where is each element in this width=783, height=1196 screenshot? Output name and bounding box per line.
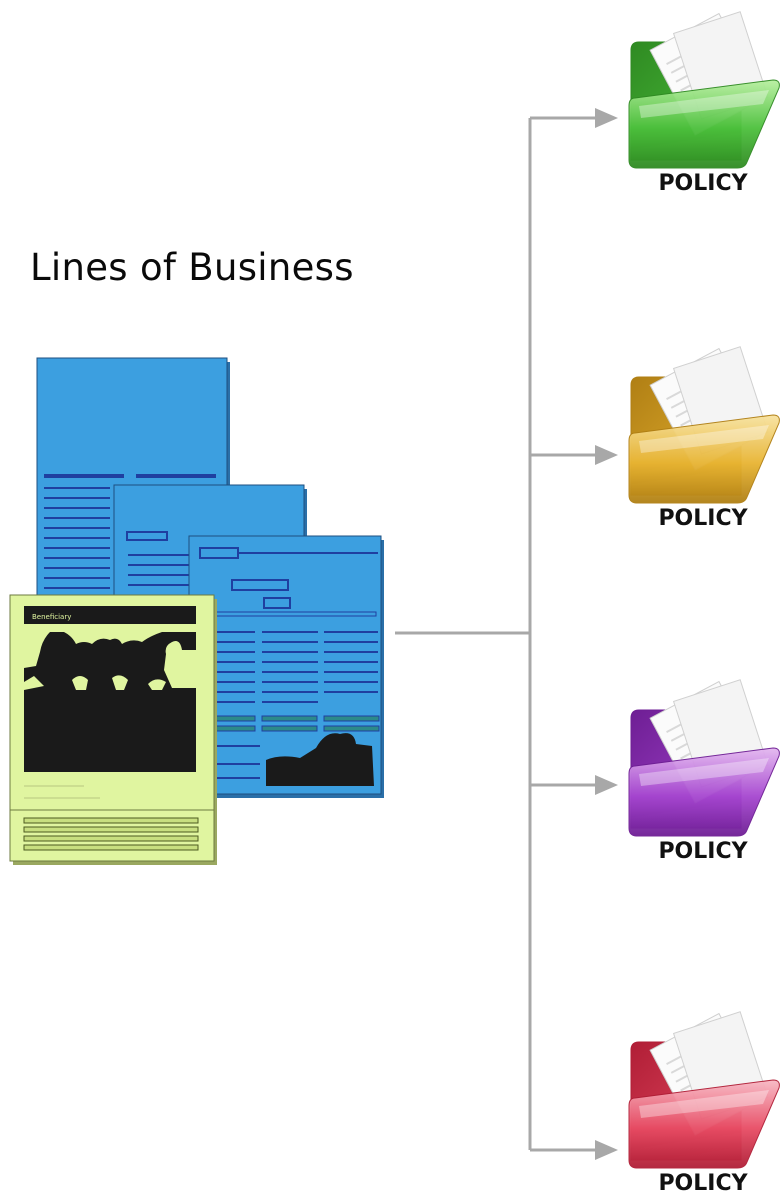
document-front-blue: [188, 535, 384, 798]
arrow-head-3: [595, 775, 618, 795]
policy-folder-purple: POLICY: [623, 678, 783, 873]
folder-icon: [628, 679, 780, 837]
people-silhouette: [24, 632, 196, 690]
arrow-head-4: [595, 1140, 618, 1160]
policy-label: POLICY: [658, 839, 748, 864]
folder-shape: [628, 414, 780, 504]
policy-label: POLICY: [658, 171, 748, 196]
document-front-green: Beneficiary: [9, 594, 217, 865]
policy-label: POLICY: [658, 506, 748, 531]
folder-shape: [639, 425, 769, 453]
folder-icon: [628, 11, 780, 169]
policy-folder-green: POLICY: [623, 10, 783, 205]
folder-shape: [628, 747, 780, 837]
policy-folder-red: POLICY: [623, 1010, 783, 1196]
folder-shape: [628, 79, 780, 169]
arrow-head-1: [595, 108, 618, 128]
folder-icon: [628, 1011, 780, 1169]
front-card-heading: Beneficiary: [32, 613, 71, 621]
folder-shape: [639, 1090, 769, 1118]
folder-shape: [628, 1079, 780, 1169]
diagram-title: Lines of Business: [30, 246, 354, 289]
folder-icon: [628, 346, 780, 504]
folder-shape: [639, 758, 769, 786]
policy-folder-orange: POLICY: [623, 345, 783, 540]
arrow-head-2: [595, 445, 618, 465]
folder-shape: [639, 90, 769, 118]
policy-label: POLICY: [658, 1171, 748, 1196]
business-documents-stack: Beneficiary: [9, 357, 384, 865]
